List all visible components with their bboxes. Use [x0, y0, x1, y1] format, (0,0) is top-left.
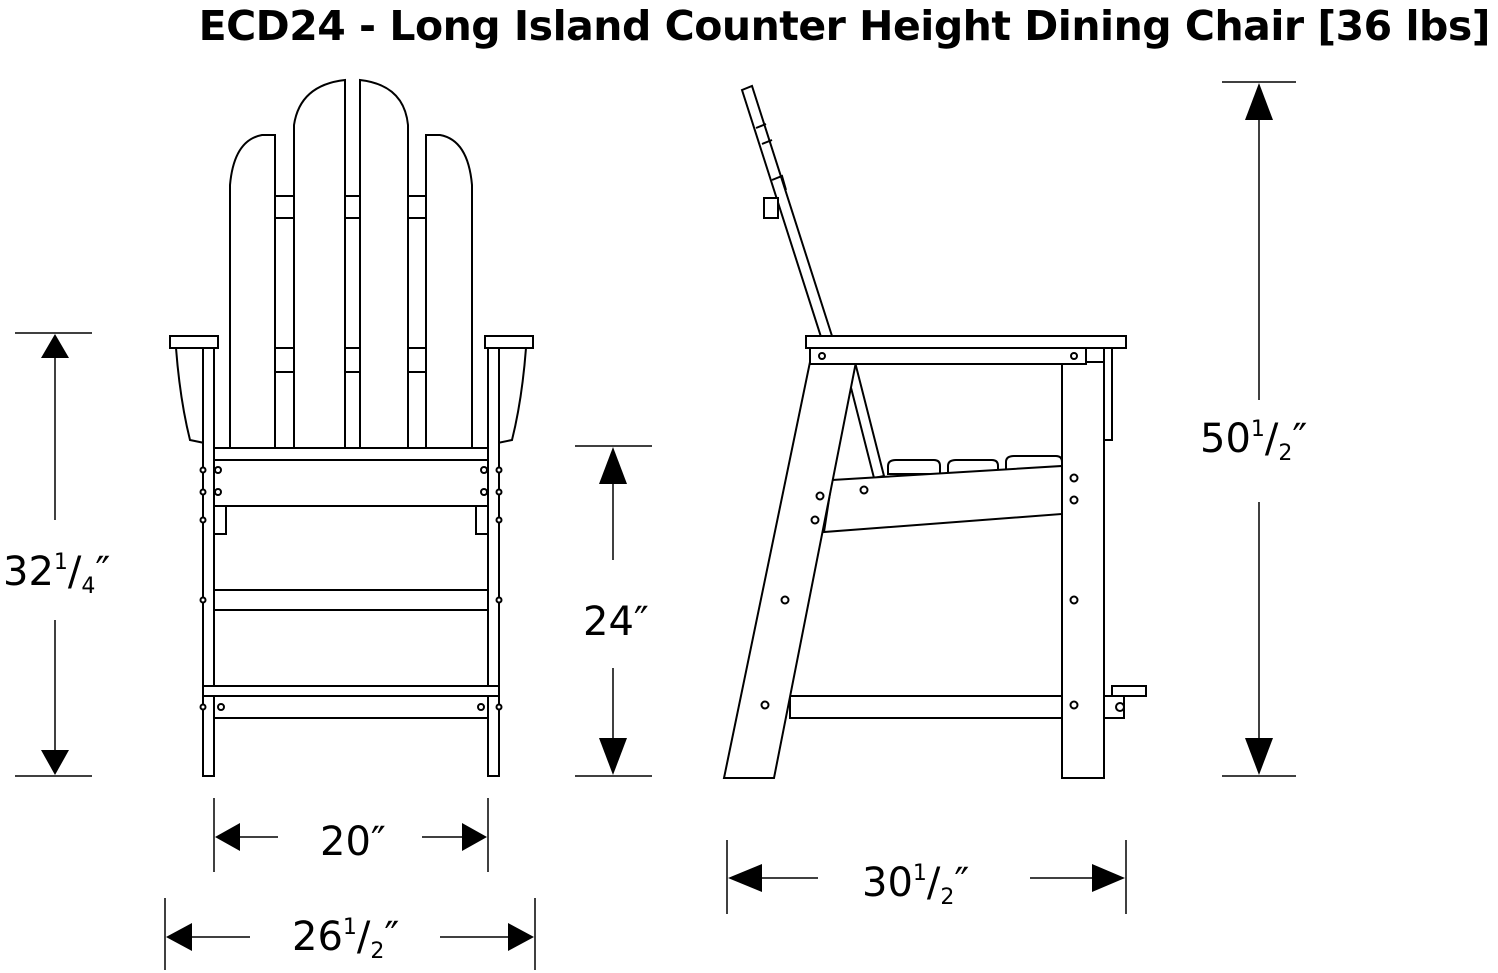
- front-low-stretcher: [213, 695, 489, 719]
- front-footrest: [202, 685, 500, 697]
- front-back-slat-left: [229, 134, 276, 449]
- side-seat-rail: [822, 464, 1063, 534]
- dim-total-height-front: 321/4″: [3, 332, 110, 777]
- front-left-armrest: [169, 335, 219, 349]
- dim-label-inner-width: 20″: [320, 819, 386, 865]
- dim-label-total-height-side: 501/2″: [1200, 416, 1307, 466]
- side-rear-leg: [1061, 361, 1105, 779]
- dim-label-total-height-front: 321/4″: [3, 549, 110, 599]
- front-back-slat-center-right: [359, 78, 409, 449]
- page-title: ECD24 - Long Island Counter Height Dinin…: [198, 2, 1491, 50]
- side-view: [722, 84, 1147, 779]
- side-backrest: [740, 84, 834, 342]
- front-left-leg: [202, 347, 215, 777]
- dim-overall-width: 261/2″: [164, 898, 536, 970]
- front-view: [169, 78, 534, 777]
- dim-inner-width: 20″: [213, 798, 489, 872]
- front-right-leg: [487, 347, 500, 777]
- dim-label-seat-height: 24″: [583, 599, 649, 645]
- dim-label-overall-width: 261/2″: [292, 914, 399, 964]
- side-bolts: [760, 473, 1079, 710]
- side-seat-top: [805, 335, 1127, 349]
- front-mid-stretcher: [213, 589, 489, 611]
- side-low-stretcher: [789, 695, 1067, 719]
- front-bolts: [199, 466, 503, 711]
- front-seat-apron: [213, 447, 489, 507]
- side-footrest: [1111, 685, 1147, 697]
- dim-label-depth: 301/2″: [862, 860, 969, 910]
- front-back-braces: [274, 195, 427, 373]
- dim-seat-height: 24″: [575, 445, 652, 777]
- front-back-slat-right: [425, 134, 473, 449]
- front-back-slat-center-left: [293, 78, 346, 449]
- side-arm-post: [1103, 347, 1113, 441]
- front-right-armrest: [484, 335, 534, 349]
- side-seat-frame: [809, 347, 1087, 365]
- dim-total-height-side: 501/2″: [1200, 81, 1307, 777]
- side-back-bracket: [763, 197, 779, 219]
- dim-depth: 301/2″: [726, 840, 1127, 914]
